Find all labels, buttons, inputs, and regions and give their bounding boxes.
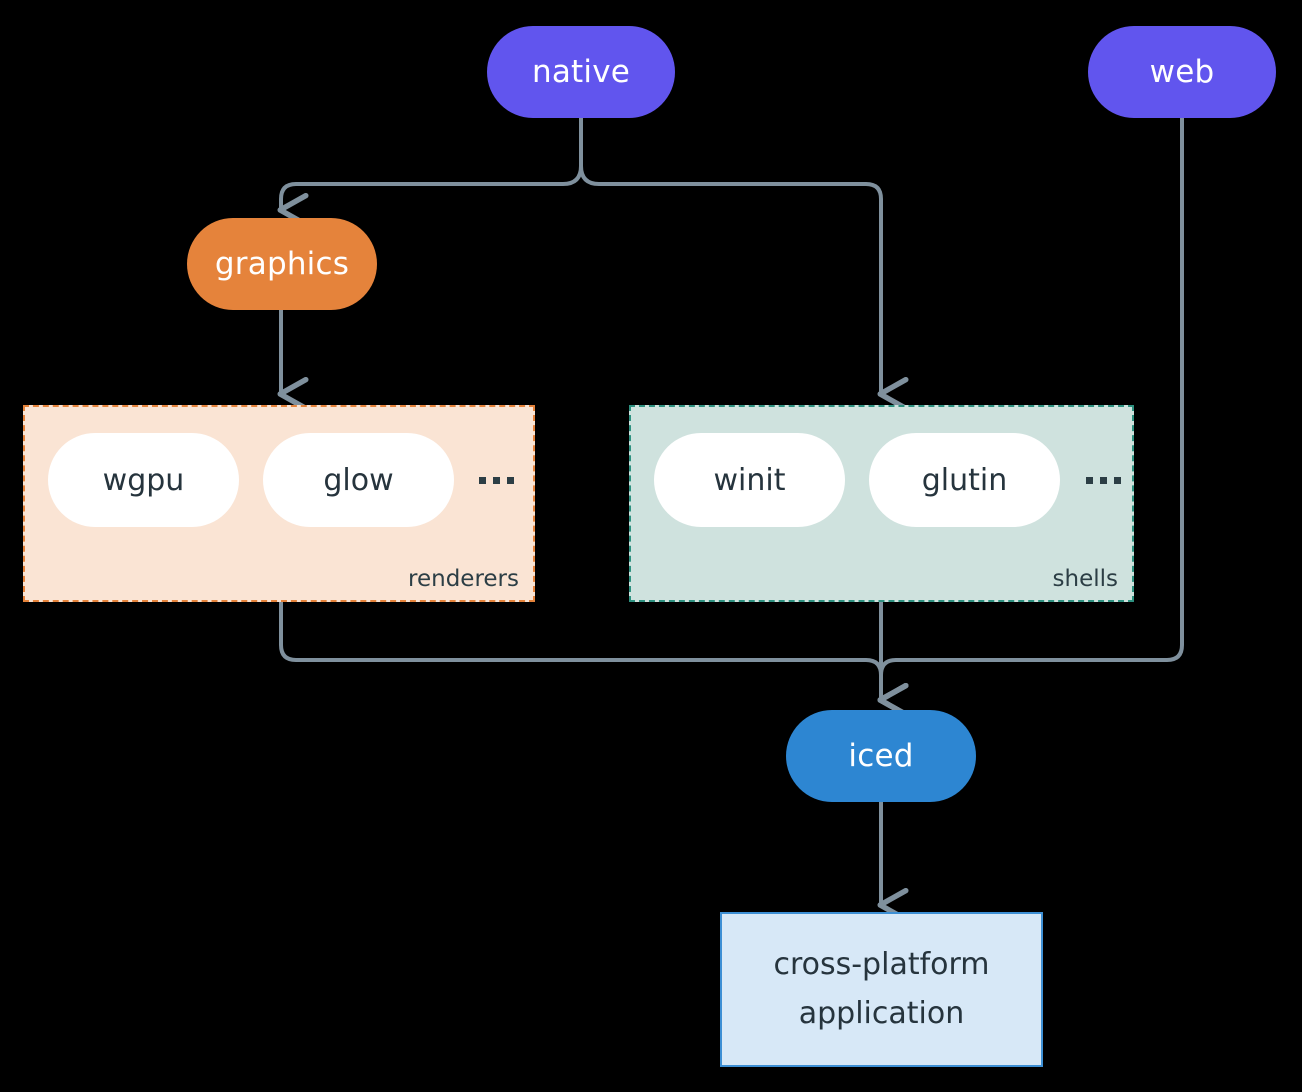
node-app-text: cross-platform application (773, 941, 989, 1038)
node-web-label: web (1149, 54, 1215, 90)
edge-renderers-to-iced (279, 600, 881, 700)
node-app-line2: application (798, 995, 965, 1031)
node-graphics[interactable]: graphics (187, 218, 377, 310)
node-native[interactable]: native (487, 26, 675, 118)
renderers-overflow-ellipsis (479, 477, 514, 484)
chip-wgpu[interactable]: wgpu (48, 433, 239, 527)
node-native-label: native (531, 54, 631, 90)
chip-glutin[interactable]: glutin (869, 433, 1060, 527)
node-graphics-label: graphics (214, 246, 350, 282)
node-iced-label: iced (848, 738, 914, 774)
chip-wgpu-label: wgpu (102, 462, 185, 498)
chip-winit-label: winit (713, 462, 786, 498)
edge-native-to-shells (579, 164, 881, 394)
group-shells-label: shells (1052, 566, 1118, 592)
chip-glow-label: glow (323, 462, 394, 498)
node-web[interactable]: web (1088, 26, 1276, 118)
edge-native-to-graphics (281, 164, 583, 210)
node-app-line1: cross-platform (773, 946, 990, 982)
node-iced[interactable]: iced (786, 710, 976, 802)
chip-glutin-label: glutin (921, 462, 1008, 498)
chip-glow[interactable]: glow (263, 433, 454, 527)
node-cross-platform-application[interactable]: cross-platform application (720, 912, 1043, 1067)
shells-overflow-ellipsis (1086, 477, 1121, 484)
group-renderers-label: renderers (408, 566, 519, 592)
chip-winit[interactable]: winit (654, 433, 845, 527)
